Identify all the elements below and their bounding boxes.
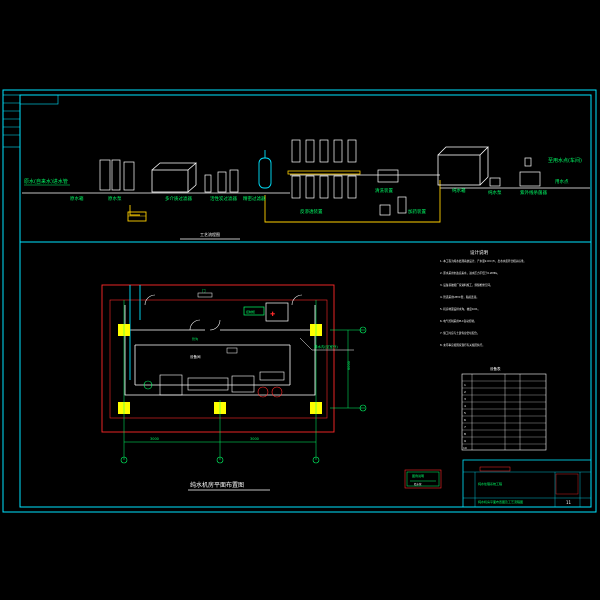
legend-panel-title: 图例说明: [412, 473, 424, 478]
filter-icon: [204, 174, 212, 193]
legend-row-no: 9: [464, 439, 466, 443]
outer-frame: [2, 89, 597, 513]
svg-text:纯水箱: 纯水箱: [452, 187, 466, 194]
pipe-legend-panel: 图例说明 给水管: [404, 469, 442, 489]
title-block-sheet-no: 11: [566, 500, 572, 505]
process-flow-diagram: 原水(自来水)进水管: [22, 139, 590, 240]
legend-row-no: 10: [463, 446, 467, 450]
plan-equipment-room-label: 设备间: [190, 354, 201, 359]
plan-drain-label: 排水沟(至室外): [314, 344, 338, 349]
svg-text:✚: ✚: [270, 311, 275, 318]
title-block-project: 纯水处理系统工程: [478, 481, 502, 486]
legend-row-no: 6: [464, 418, 466, 422]
flow-outlet-label: 至用水点(车间): [548, 157, 582, 164]
note-line: 2. 原水采用市政自来水，进水压力不低于0.2MPa。: [440, 271, 499, 275]
svg-text:反渗透装置: 反渗透装置: [300, 208, 323, 215]
dim-label: 3000: [250, 437, 259, 441]
plan-cabinet-label: 控制柜: [246, 309, 255, 314]
equipment-table: 设备表 1 2 3 4 5 6 7 8 9 10: [461, 366, 547, 451]
unit-raw-pump: [99, 159, 111, 191]
dosing-tank-icon: [127, 211, 147, 222]
legend-row-no: 8: [464, 432, 466, 436]
control-cabinet-icon: [243, 306, 265, 316]
note-line: 6. 电气控制采用PLC自动控制。: [440, 319, 477, 323]
pure-pump-icon: [489, 177, 501, 187]
note-line: 8. 未尽事宜按国家现行有关规范执行。: [440, 343, 485, 347]
legend-row-no: 5: [464, 411, 466, 415]
svg-text:活性炭过滤器: 活性炭过滤器: [210, 195, 237, 202]
cleaning-skid-icon: [377, 169, 399, 183]
note-line: 3. 设备基础按厂家资料施工，预留检修空间。: [440, 283, 493, 287]
svg-text:紫外线杀菌器: 紫外线杀菌器: [520, 189, 547, 196]
svg-text:清洗装置: 清洗装置: [375, 187, 393, 194]
svg-text:原水泵: 原水泵: [108, 195, 122, 202]
note-line: 1. 本工程为纯水处理系统设计，产水量2.0m³/h，出水水质符合相关标准。: [440, 259, 526, 263]
svg-text:用水点: 用水点: [555, 178, 569, 185]
legend-row-no: 7: [464, 425, 466, 429]
note-line: 4. 管道采用UPVC管，粘接连接。: [440, 295, 479, 299]
raw-water-tank-icon: [151, 162, 198, 193]
svg-text:加药装置: 加药装置: [408, 208, 426, 215]
legend-row-no: 3: [464, 397, 466, 401]
flow-unit-labels: 原水箱 原水泵 多介质过滤器 活性炭过滤器 精密过滤器 反渗透装置 清洗装置 加…: [70, 178, 569, 215]
svg-text:纯水泵: 纯水泵: [488, 189, 502, 196]
note-line: 5. 机房地面设排水沟，坡度0.01。: [440, 307, 480, 311]
legend-row-no: 2: [464, 390, 466, 394]
building-outline: [101, 284, 335, 433]
dim-label-side: 6000: [347, 361, 351, 370]
note-line: 7. 施工时应与土建专业密切配合。: [440, 331, 480, 335]
svg-text:多介质过滤器: 多介质过滤器: [165, 195, 192, 202]
pressure-vessel-icon: [258, 150, 272, 189]
flow-inlet-label: 原水(自来水)进水管: [24, 178, 68, 185]
notes-title: 设计说明: [470, 249, 488, 256]
plan-trench-label: 管沟: [192, 336, 198, 341]
floor-plan: 门 控制柜 ✚ 设备间 管沟: [101, 284, 367, 491]
inner-frame: [19, 94, 592, 508]
design-notes: 设计说明 1. 本工程为纯水处理系统设计，产水量2.0m³/h，出水水质符合相关…: [440, 249, 526, 347]
svg-text:精密过滤器: 精密过滤器: [243, 195, 266, 202]
pure-water-tank-icon: [437, 146, 489, 186]
title-block-drawing: 纯水机房平面布置图及工艺流程图: [478, 499, 523, 504]
legend-row-no: 1: [464, 383, 466, 387]
plan-title: 纯水机房平面布置图: [190, 481, 244, 489]
revision-table: [2, 94, 59, 148]
legend-panel-line: 给水管: [414, 482, 422, 486]
flow-section-title: 工艺流程图: [200, 231, 220, 237]
dim-label: 3000: [150, 437, 159, 441]
title-block: 纯水处理系统工程 纯水机房平面布置图及工艺流程图 11: [462, 459, 592, 508]
door-icon: [144, 294, 156, 306]
plan-door-label: 门: [202, 288, 206, 293]
axis-bubbles: [120, 326, 367, 464]
legend-title: 设备表: [490, 366, 501, 371]
legend-row-no: 4: [464, 404, 466, 408]
ro-membrane-rack: [291, 139, 357, 199]
plan-equipment: [143, 371, 285, 398]
uv-sterilizer-icon: [519, 171, 541, 187]
svg-text:原水箱: 原水箱: [70, 195, 84, 202]
